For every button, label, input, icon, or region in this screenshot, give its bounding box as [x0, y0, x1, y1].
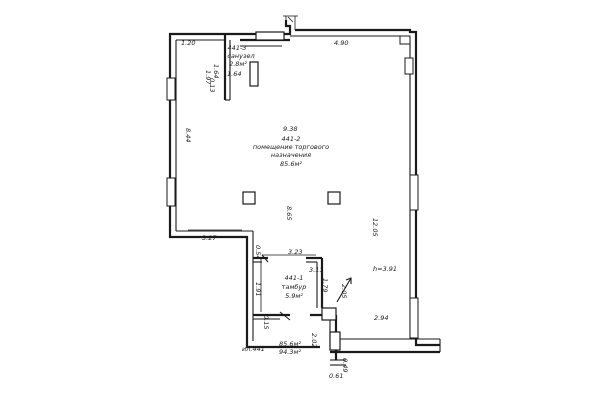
column-right: [327, 191, 341, 205]
retail-name-line1: помещение торгового: [253, 143, 329, 151]
dim-8-44: 8.44: [184, 128, 192, 142]
left-windows: [166, 77, 176, 207]
dim-3-23: 3.23: [288, 248, 302, 256]
dim-8-65: 8.65: [285, 206, 293, 220]
summary-label: ил.441: [242, 345, 265, 353]
room-bathroom-label: 441-3 санузел 2.8м²: [227, 44, 254, 68]
vestibule-area: 5.9м²: [285, 292, 303, 300]
dim-1-20: 1.20: [181, 39, 195, 47]
dim-9-38: 9.38: [283, 125, 297, 133]
retail-number: 441-2: [282, 135, 301, 143]
dim-1-79: 1.79: [321, 278, 329, 292]
dim-0-13: 0.13: [208, 78, 216, 92]
right-windows: [399, 35, 419, 339]
dim-0-15: 0.15: [262, 315, 270, 329]
dim-1-64-horizontal: 1.64: [227, 70, 241, 78]
vestibule-walls: [253, 254, 346, 366]
bathroom-name: санузел: [227, 52, 254, 60]
ceiling-height: h=3.91: [373, 265, 397, 273]
room-retail-label: 441-2 помещение торгового назначения 85.…: [253, 135, 329, 168]
column-left: [242, 191, 256, 205]
dim-1-64-vertical: 1.64: [212, 64, 220, 78]
vestibule-number: 441-1: [285, 274, 304, 282]
entry-door-block: [329, 331, 341, 351]
dim-2-02: 2.02: [310, 333, 318, 347]
retail-name-line2: назначения: [271, 151, 311, 159]
dim-1-91: 1.91: [254, 282, 262, 296]
vestibule-name: тамбур: [282, 283, 307, 291]
retail-area: 85.6м²: [280, 160, 302, 168]
bathroom-number: 441-3: [228, 44, 247, 52]
dim-0-49: 0.49: [341, 358, 349, 372]
top-entry-hatch: [283, 15, 298, 30]
dim-12-05: 12.05: [371, 218, 379, 237]
entry-pier: [321, 307, 337, 321]
summary-area-total: 94.3м²: [279, 348, 301, 356]
dim-2-05: 2.05: [340, 284, 348, 298]
entry-arrow: [336, 277, 352, 303]
bathroom-area: 2.8м²: [229, 60, 247, 68]
dim-2-94: 2.94: [374, 314, 388, 322]
summary-area-main: 85.6м²: [279, 340, 301, 348]
room-vestibule-label: 441-1 тамбур 5.9м²: [282, 274, 307, 300]
dim-3-27: 3.27: [202, 234, 217, 242]
dim-1-97: 1.97: [204, 70, 212, 85]
bathroom-door-block: [249, 61, 259, 87]
dim-4-90: 4.90: [334, 39, 348, 47]
bathroom-vent: [255, 31, 285, 41]
columns: [242, 191, 341, 205]
dim-0-61: 0.61: [329, 372, 343, 380]
dim-3-11: 3.11: [309, 266, 323, 274]
dim-0-54: 0.54: [254, 245, 262, 259]
dimension-lines: [188, 229, 316, 312]
bathroom-walls: [223, 31, 290, 101]
area-summary: ил.441 85.6м² 94.3м²: [242, 340, 301, 356]
